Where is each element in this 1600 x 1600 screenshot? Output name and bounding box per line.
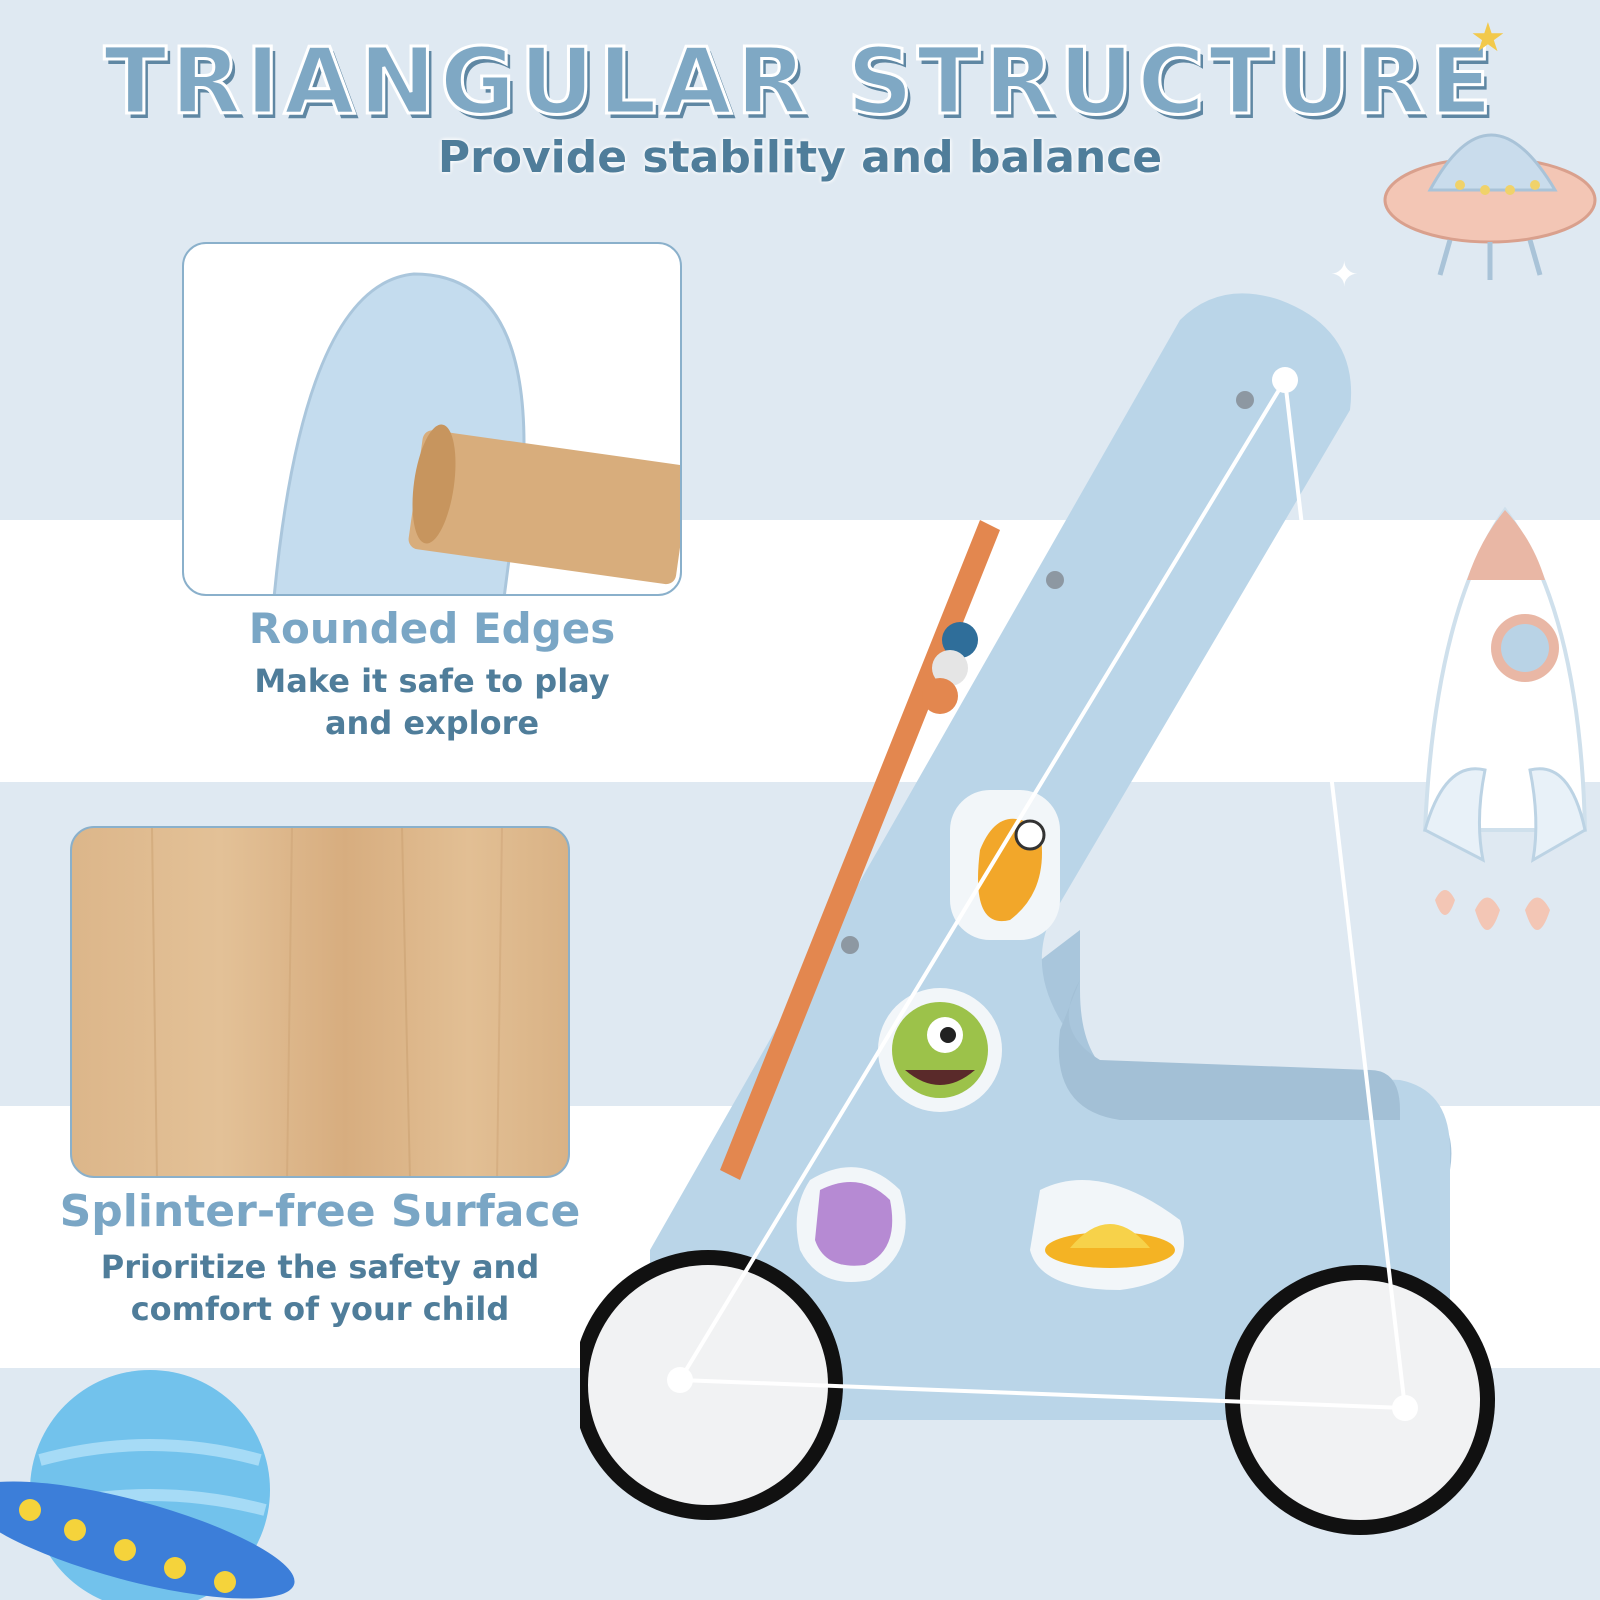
planet-icon [0,1370,310,1600]
wood-surface-photo [70,826,570,1178]
alien-sticker-icon [950,790,1060,940]
ufo-icon [1380,90,1600,290]
page-subtitle: Provide stability and balance [437,132,1163,183]
page-title: TRIANGULAR STRUCTURE [102,27,1497,137]
feature-desc-rounded-edges-line2: and explore [324,704,540,742]
feature-title-splinter-free: Splinter-free Surface [59,1186,581,1237]
feature-title-rounded-edges: Rounded Edges [248,604,616,653]
star-icon: ✦ [1330,255,1359,295]
rocket-icon [1405,500,1600,980]
alien-sticker-icon [796,1167,906,1282]
baby-walker-image [580,290,1520,1550]
feature-desc-splinter-free-line2: comfort of your child [130,1290,510,1328]
ufo-sticker-icon [1030,1180,1184,1290]
rounded-edges-photo [182,242,682,596]
feature-desc-rounded-edges-line1: Make it safe to play [254,662,610,700]
star-icon: ★ [1470,15,1506,61]
feature-desc-splinter-free-line1: Prioritize the safety and [100,1248,540,1286]
alien-sticker-icon [878,988,1002,1112]
